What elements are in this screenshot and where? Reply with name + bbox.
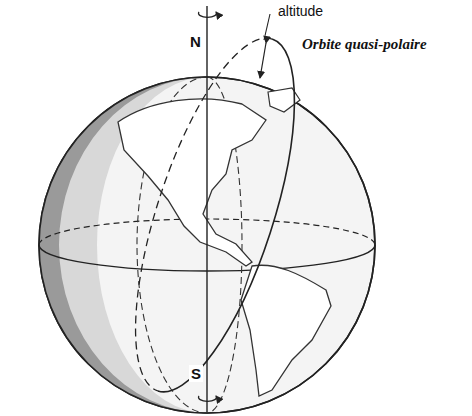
north-america	[118, 99, 266, 266]
rotation-arrow	[199, 12, 217, 17]
polar-orbit	[103, 21, 328, 409]
rotation-axis	[206, 6, 207, 412]
pole-label: N	[188, 33, 203, 50]
altitude-arrow	[260, 43, 266, 78]
pole-label: S	[189, 365, 203, 382]
dimension-label: altitude	[276, 3, 325, 19]
south-america	[241, 265, 331, 396]
leader-line	[264, 14, 270, 40]
orbit-label: Orbite quasi-polaire	[302, 36, 427, 53]
rotation-arrow	[199, 396, 217, 401]
